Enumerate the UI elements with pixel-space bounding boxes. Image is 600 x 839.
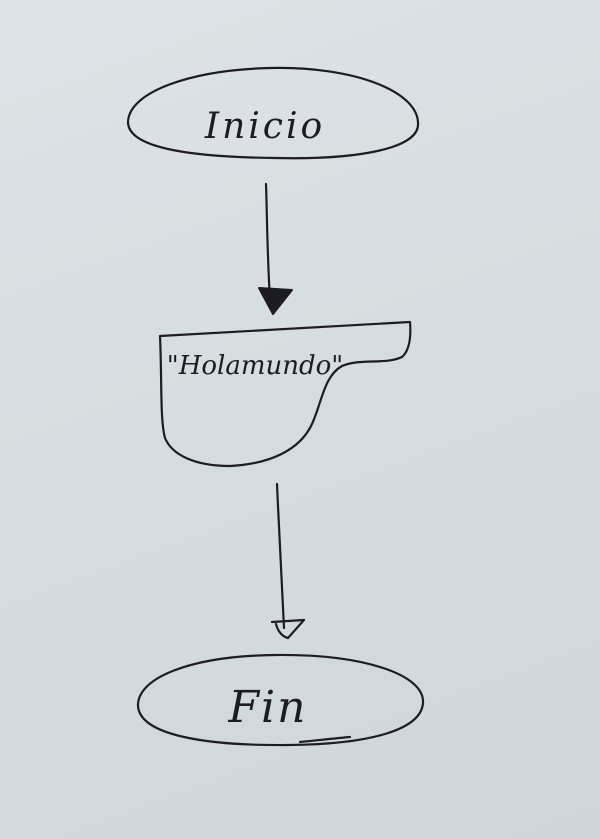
end-node[interactable]: Fin bbox=[136, 653, 425, 747]
end-oval bbox=[136, 653, 425, 747]
edge-2-arrowhead bbox=[270, 618, 306, 640]
end-label: Fin bbox=[228, 682, 308, 733]
output-label: "Holamundo" bbox=[167, 351, 344, 381]
edge-2-line bbox=[275, 482, 286, 630]
edge-2-arrowhead-stroke bbox=[274, 622, 290, 640]
start-node[interactable]: Inicio bbox=[126, 66, 420, 160]
output-shape bbox=[158, 320, 412, 468]
edge-1-line bbox=[264, 182, 272, 302]
edge-output-to-end bbox=[270, 482, 306, 640]
edge-start-to-output bbox=[258, 182, 293, 315]
edge-1-arrowhead bbox=[258, 287, 293, 315]
start-label: Inicio bbox=[204, 106, 325, 147]
start-oval bbox=[126, 66, 420, 160]
output-node[interactable]: "Holamundo" bbox=[158, 320, 412, 468]
end-oval-overstroke bbox=[298, 735, 352, 744]
